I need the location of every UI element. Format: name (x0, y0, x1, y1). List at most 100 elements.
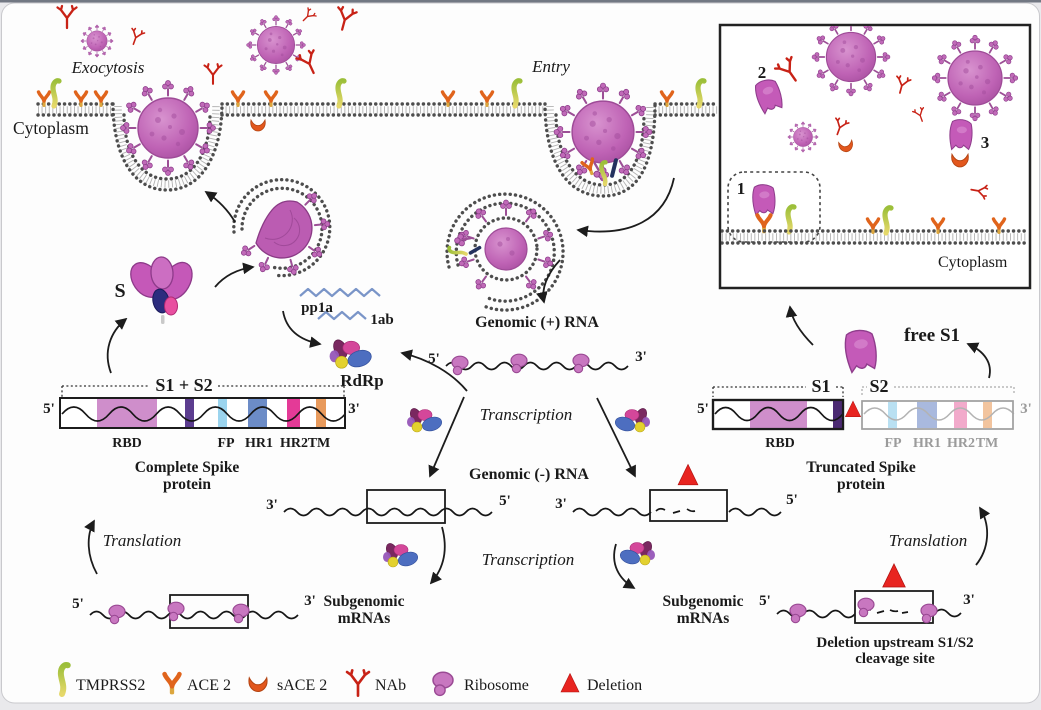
legend-label-ace2: ACE 2 (187, 677, 231, 694)
arrow-translation-right (975, 506, 991, 566)
transcription-lower: Transcription (382, 539, 656, 569)
label-transcription: Transcription (480, 405, 573, 424)
deleted-rna-dashes (655, 507, 696, 514)
label-deletion-note-1: Deletion upstream S1/S2 (816, 635, 973, 651)
fp-domain-faded (888, 402, 897, 428)
label-tm-faded: TM (976, 436, 999, 451)
arrow-s-to-crescent (214, 262, 255, 288)
label-s1: S1 (811, 376, 830, 396)
label-entry: Entry (531, 57, 570, 76)
spike-protein-s: S (114, 256, 193, 324)
minus-rna-right-strand-tail (728, 507, 782, 517)
s1s2-junction-domain (185, 399, 194, 427)
label-5prime: 5' (72, 596, 84, 612)
label-hr2-faded: HR2 (947, 436, 975, 451)
label-3prime-faded: 3' (1020, 401, 1032, 417)
pp1a-rna (299, 287, 381, 298)
subgenomic-left: Translation 5' 3' Subgenomic mRNAs (72, 531, 405, 629)
gene-wave-faded (863, 407, 1015, 421)
label-rbd: RBD (765, 436, 795, 451)
pp1ab-rna (317, 310, 367, 321)
label-3prime: 3' (555, 496, 567, 512)
label-hr1-faded: HR1 (913, 436, 941, 451)
entry-vesicle (543, 102, 657, 198)
legend-label-nab: NAb (375, 677, 406, 694)
label-5prime: 5' (786, 492, 798, 508)
subgenomic-mrna-strand (776, 609, 856, 619)
flow-arrows (84, 177, 991, 589)
hr1-domain-faded (917, 402, 937, 428)
s2-gene-bar-border (861, 400, 1014, 430)
rbd-domain (97, 399, 157, 427)
s2-bracket (861, 386, 1015, 395)
legend-label-tmprss2: TMPRSS2 (76, 677, 145, 694)
virus-budding-crescent (232, 177, 332, 278)
minus-rna-right-strand (572, 507, 652, 517)
exocytosis-area: Exocytosis Cytoplasm (13, 4, 359, 176)
label-pp1a: pp1a (301, 300, 333, 316)
cell-membrane-inset (721, 229, 1029, 245)
subgenomic-right: Translation Subgenomic mRNAs 5' 3' Delet… (663, 531, 975, 667)
arrow-frees1-to-inset (785, 305, 814, 346)
label-cytoplasm-inset: Cytoplasm (938, 254, 1008, 271)
arrow-entry-to-endosome (576, 177, 675, 238)
transcription-upper: Transcription (406, 405, 651, 434)
legend-label-ribosome: Ribosome (464, 677, 529, 694)
label-truncated-spike-2: protein (837, 476, 885, 493)
arrow-gene-to-s (106, 317, 128, 374)
spike-gene-bar-border (59, 397, 346, 429)
label-inset-1: 1 (737, 179, 746, 198)
s-gene-box-deleted (649, 489, 728, 522)
arrow-to-subgenomic-right (613, 543, 636, 589)
label-inset-3: 3 (981, 133, 990, 152)
gene-wave (61, 406, 346, 422)
label-genomic-plus: Genomic (+) RNA (475, 314, 599, 331)
label-truncated-spike-1: Truncated Spike (806, 459, 916, 476)
label-tm: TM (308, 436, 331, 451)
label-subgenomic-1: Subgenomic (324, 593, 405, 610)
legend-label-sace2: sACE 2 (277, 677, 327, 694)
label-subgenomic-2: mRNAs (677, 610, 730, 627)
label-5prime: 5' (499, 493, 511, 509)
cofactor-rod (610, 158, 618, 178)
s-gene-box (366, 489, 446, 524)
arrow-endosome-to-genome (536, 259, 561, 304)
label-s2: S2 (869, 376, 888, 396)
cofactor-rod (468, 245, 482, 255)
label-3prime: 3' (635, 349, 647, 365)
complete-spike-construct: S1 + S2 5' 3' RBD FP HR1 HR2 TM Complete… (43, 375, 360, 493)
label-cytoplasm: Cytoplasm (13, 118, 89, 138)
label-3prime: 3' (963, 592, 975, 608)
label-translation: Translation (103, 531, 181, 550)
label-translation: Translation (889, 531, 967, 550)
tm-domain-faded (983, 402, 992, 428)
label-complete-spike-2: protein (163, 476, 211, 493)
legend: TMPRSS2 ACE 2 sACE 2 NAb Ribosome Deleti… (61, 665, 642, 696)
hr1-domain (248, 399, 267, 427)
label-5prime: 5' (428, 351, 440, 367)
subgenomic-mrna-tail (934, 608, 962, 618)
label-inset-2: 2 (758, 63, 767, 82)
label-5prime: 5' (697, 401, 709, 417)
entry-area: Entry (531, 57, 652, 184)
free-s1-icon (751, 183, 777, 216)
label-s: S (114, 280, 125, 302)
label-s1-plus-s2: S1 + S2 (155, 375, 212, 395)
arrow-genome-to-pp1a (400, 349, 468, 392)
fp-domain (218, 399, 227, 427)
genomic-plus-rna-strand (445, 361, 629, 371)
free-s1-region: free S1 (841, 325, 960, 374)
genomic-plus-rna: Genomic (+) RNA 5' 3' (428, 314, 647, 376)
minus-rna-left-strand (283, 507, 493, 517)
label-exocytosis: Exocytosis (71, 58, 145, 77)
label-complete-spike-1: Complete Spike (135, 459, 240, 476)
arrow-transcription-right (596, 397, 636, 478)
hr2-domain-faded (954, 402, 967, 428)
label-5prime: 5' (43, 401, 55, 417)
label-3prime: 3' (304, 593, 316, 609)
label-3prime: 3' (266, 497, 278, 513)
label-transcription: Transcription (482, 550, 575, 569)
label-subgenomic-1: Subgenomic (663, 593, 744, 610)
label-hr1: HR1 (245, 436, 273, 451)
label-fp-faded: FP (884, 436, 902, 451)
